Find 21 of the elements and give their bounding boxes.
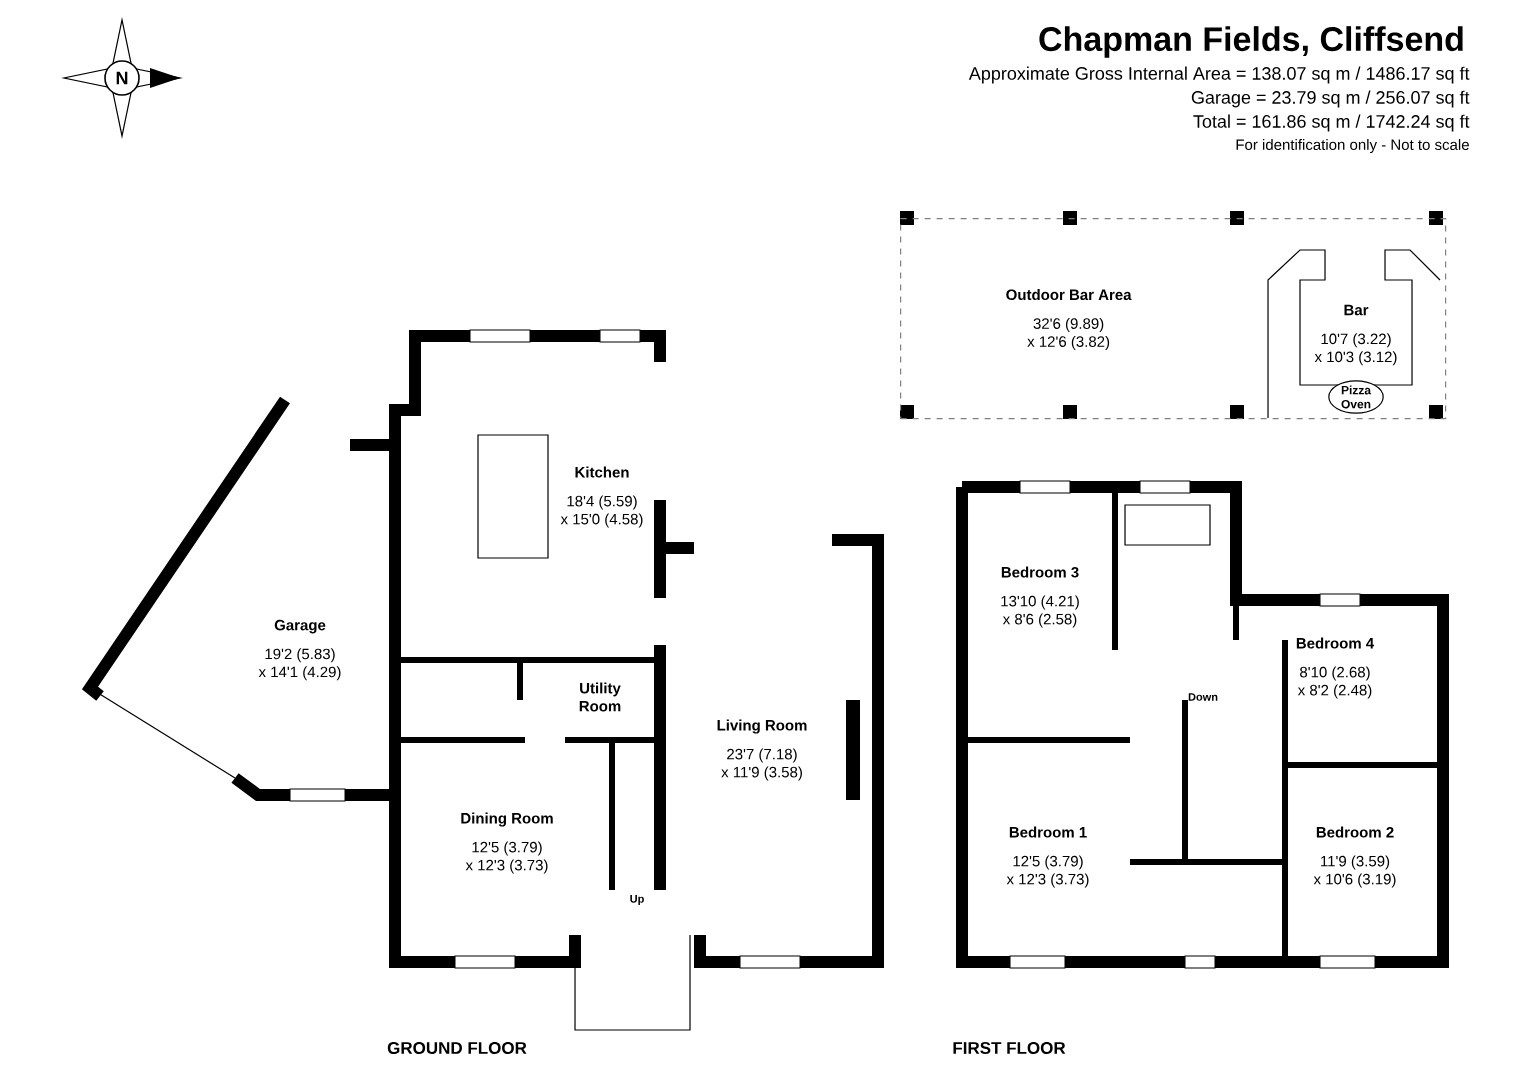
stair-label: Up — [630, 895, 644, 905]
title: Chapman Fields, Cliffsend — [1039, 26, 1463, 58]
room-label: Bedroom 3 13'10 (4.21) x 8'6 (2.58) — [1001, 566, 1079, 628]
stair-label: Down — [1188, 693, 1218, 701]
disclaimer-note: For identification only - Not to scale — [1236, 139, 1469, 153]
area-note: Total = 161.86 sq m / 1742.24 sq ft — [1193, 114, 1470, 132]
room-label: Living Room 23'7 (7.18) x 11'9 (3.58) — [717, 719, 807, 781]
oven-label: Pizza Oven — [1328, 380, 1384, 414]
floor-title: FIRST FLOOR — [953, 1042, 1066, 1054]
compass-letter: N — [116, 71, 128, 85]
room-label: Bar 10'7 (3.22) x 10'3 (3.12) — [1314, 304, 1397, 366]
floor-title: GROUND FLOOR — [387, 1042, 527, 1054]
room-label: Utility Room — [579, 682, 621, 712]
room-label: Bedroom 4 8'10 (2.68) x 8'2 (2.48) — [1296, 637, 1375, 699]
room-label: Garage 19'2 (5.83) x 14'1 (4.29) — [258, 619, 341, 681]
area-note: Garage = 23.79 sq m / 256.07 sq ft — [1191, 90, 1470, 108]
room-label: Kitchen 18'4 (5.59) x 15'0 (4.58) — [560, 466, 643, 528]
room-label: Bedroom 1 12'5 (3.79) x 12'3 (3.73) — [1006, 826, 1089, 888]
area-note: Approximate Gross Internal Area = 138.07 sq m / 1486.17 sq ft — [968, 66, 1470, 84]
room-label: Bedroom 2 11'9 (3.59) x 10'6 (3.19) — [1313, 826, 1396, 888]
room-label: Dining Room 12'5 (3.79) x 12'3 (3.73) — [461, 812, 553, 874]
